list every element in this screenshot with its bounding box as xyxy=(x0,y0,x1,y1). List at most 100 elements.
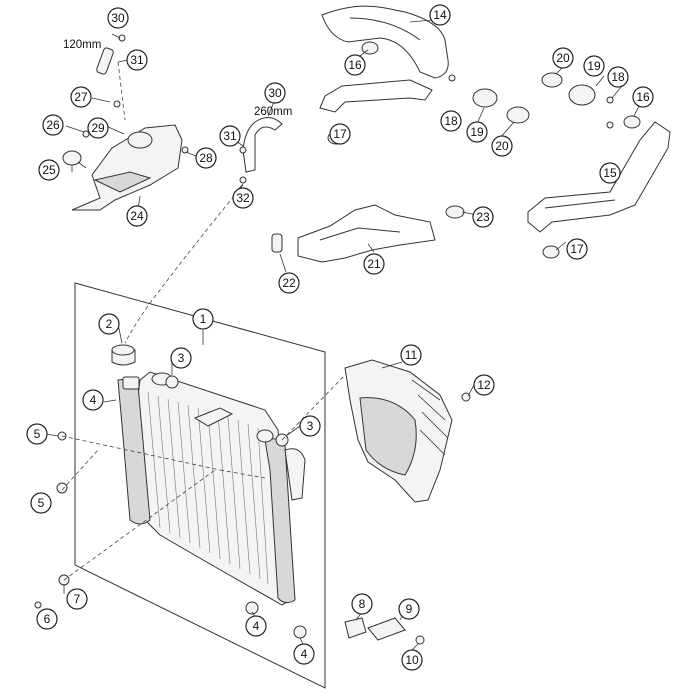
assembly-lines xyxy=(61,61,346,581)
svg-text:20: 20 xyxy=(495,139,509,153)
callout-12: 12 xyxy=(473,374,495,396)
hose-22 xyxy=(271,233,283,253)
bracket-assembly xyxy=(344,617,425,645)
callout-15: 15 xyxy=(599,162,621,184)
leader-lines xyxy=(45,19,641,651)
hose-21 xyxy=(297,204,436,263)
svg-text:18: 18 xyxy=(444,114,458,128)
svg-text:17: 17 xyxy=(333,127,347,141)
svg-text:31: 31 xyxy=(130,53,144,67)
callout-2: 2 xyxy=(98,313,120,335)
upper-hose-14 xyxy=(321,5,449,79)
radiator xyxy=(117,371,306,606)
callout-20-left: 20 xyxy=(491,135,513,157)
callout-5-upper: 5 xyxy=(26,423,48,445)
svg-text:2: 2 xyxy=(106,317,113,331)
svg-text:14: 14 xyxy=(433,8,447,22)
callout-25: 25 xyxy=(38,159,60,181)
callout-23: 23 xyxy=(472,206,494,228)
hose-15 xyxy=(527,121,671,233)
callout-28: 28 xyxy=(195,147,217,169)
callout-22: 22 xyxy=(278,272,300,294)
svg-text:10: 10 xyxy=(405,653,419,667)
svg-text:3: 3 xyxy=(307,419,314,433)
callout-27: 27 xyxy=(70,86,92,108)
svg-text:4: 4 xyxy=(90,393,97,407)
radiator-fins xyxy=(147,391,269,585)
callout-3-right: 3 xyxy=(299,415,321,437)
callout-10: 10 xyxy=(401,649,423,671)
bleed-hose-30-side xyxy=(242,117,283,173)
side-hose-length-label: 260mm xyxy=(254,106,292,118)
thermostat-20 xyxy=(506,72,563,124)
callout-31-side: 31 xyxy=(219,125,241,147)
svg-text:19: 19 xyxy=(587,59,601,73)
callout-32: 32 xyxy=(232,187,254,209)
callout-14: 14 xyxy=(429,4,451,26)
svg-text:9: 9 xyxy=(406,602,413,616)
svg-text:18: 18 xyxy=(611,70,625,84)
svg-text:19: 19 xyxy=(470,125,484,139)
svg-text:30: 30 xyxy=(268,86,282,100)
svg-text:5: 5 xyxy=(34,427,41,441)
callout-7: 7 xyxy=(66,588,88,610)
svg-text:16: 16 xyxy=(348,58,362,72)
svg-text:26: 26 xyxy=(46,118,60,132)
svg-text:6: 6 xyxy=(44,612,51,626)
callout-17-left: 17 xyxy=(329,123,351,145)
callout-6: 6 xyxy=(36,608,58,630)
callout-11: 11 xyxy=(400,344,422,366)
radiator-mounting-plane xyxy=(74,282,326,689)
callout-31-top: 31 xyxy=(126,49,148,71)
svg-text:15: 15 xyxy=(603,166,617,180)
callout-20-right: 20 xyxy=(552,47,574,69)
svg-text:32: 32 xyxy=(236,191,250,205)
radiator-cap xyxy=(111,344,136,366)
callout-17-right: 17 xyxy=(566,238,588,260)
callout-21: 21 xyxy=(363,253,385,275)
callout-29: 29 xyxy=(87,117,109,139)
callout-8: 8 xyxy=(351,593,373,615)
svg-text:12: 12 xyxy=(477,378,491,392)
svg-text:16: 16 xyxy=(636,90,650,104)
expansion-tank xyxy=(71,124,183,211)
upper-hose-length-label: 120mm xyxy=(63,39,101,51)
lower-hose-14b xyxy=(319,79,433,113)
callout-26: 26 xyxy=(42,114,64,136)
svg-text:20: 20 xyxy=(556,51,570,65)
svg-text:17: 17 xyxy=(570,242,584,256)
expansion-tank-cap xyxy=(62,150,82,172)
callout-19-right: 19 xyxy=(583,55,605,77)
callout-19-left: 19 xyxy=(466,121,488,143)
svg-text:8: 8 xyxy=(359,597,366,611)
svg-text:3: 3 xyxy=(178,351,185,365)
callout-4-bottom-left: 4 xyxy=(245,615,267,637)
svg-text:4: 4 xyxy=(253,619,260,633)
callout-16-upper: 16 xyxy=(344,54,366,76)
svg-text:21: 21 xyxy=(367,257,381,271)
svg-text:23: 23 xyxy=(476,210,490,224)
svg-text:24: 24 xyxy=(130,209,144,223)
callout-9: 9 xyxy=(398,598,420,620)
callout-4-upper: 4 xyxy=(82,389,104,411)
callout-16-right: 16 xyxy=(632,86,654,108)
screws-and-washers xyxy=(34,34,614,639)
svg-text:28: 28 xyxy=(199,151,213,165)
callout-18-left: 18 xyxy=(440,110,462,132)
svg-text:31: 31 xyxy=(223,129,237,143)
callout-1: 1 xyxy=(192,308,214,330)
callout-5-lower: 5 xyxy=(30,492,52,514)
callout-4-bottom-right: 4 xyxy=(293,643,315,665)
thermostat-housing-19 xyxy=(472,84,596,108)
callout-30-side: 30 xyxy=(264,82,286,104)
svg-text:29: 29 xyxy=(91,121,105,135)
svg-text:27: 27 xyxy=(74,90,88,104)
bleed-hose-31-left xyxy=(96,47,114,75)
callout-30-top: 30 xyxy=(107,7,129,29)
callout-24: 24 xyxy=(126,205,148,227)
svg-text:7: 7 xyxy=(74,592,81,606)
callout-18-right: 18 xyxy=(607,66,629,88)
svg-text:5: 5 xyxy=(38,496,45,510)
svg-text:30: 30 xyxy=(111,11,125,25)
fan-shroud xyxy=(344,359,453,503)
